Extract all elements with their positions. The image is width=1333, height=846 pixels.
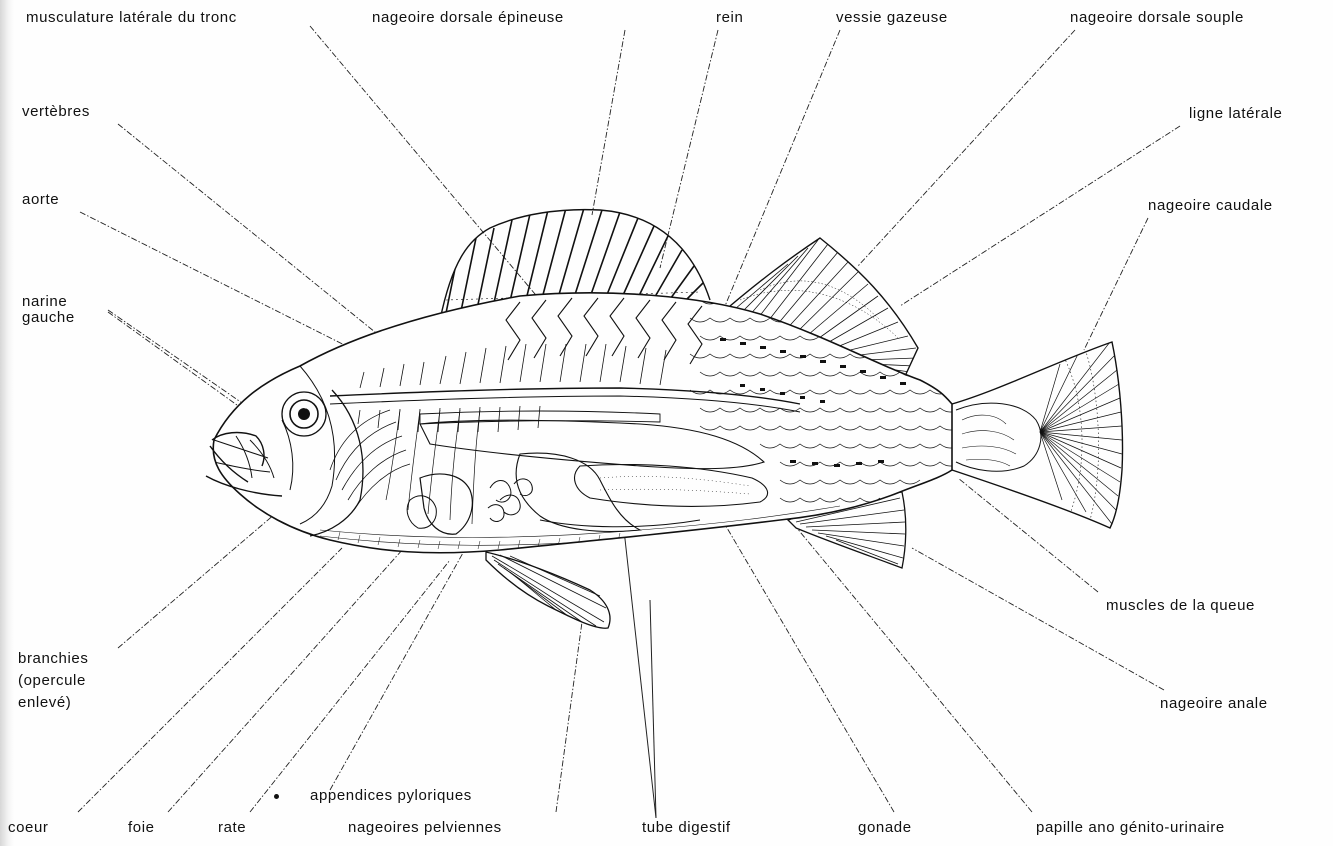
label-muscles-queue: muscles de la queue (1106, 596, 1255, 616)
label-coeur: coeur (8, 818, 49, 838)
leader-dorsal-spiny (592, 30, 625, 215)
label-branchies: branchies (opercule enlevé) (18, 648, 128, 714)
label-anale: nageoire anale (1160, 694, 1268, 714)
label-aorte: aorte (22, 190, 59, 210)
leader-dorsal-soft (858, 30, 1075, 266)
label-rein: rein (716, 8, 743, 28)
leader-vertebres (118, 124, 412, 362)
label-narine-line-2: gauche (22, 308, 112, 328)
label-ligne-laterale: ligne latérale (1189, 104, 1282, 124)
leader-branchies (118, 496, 296, 648)
leader-muscles-queue (958, 478, 1098, 592)
leader-pelviennes (556, 622, 582, 812)
label-vertebres: vertèbres (22, 102, 90, 122)
label-branchies-line-1: branchies (18, 648, 128, 670)
label-caudale: nageoire caudale (1148, 196, 1273, 216)
leader-narine-a (108, 310, 245, 405)
leader-tube-a (624, 530, 656, 818)
label-dorsal-soft-fin: nageoire dorsale souple (1070, 8, 1244, 28)
label-vessie: vessie gazeuse (836, 8, 948, 28)
label-foie: foie (128, 818, 155, 838)
leader-ligne-laterale (900, 126, 1180, 306)
label-rate: rate (218, 818, 246, 838)
caudal-fin (952, 342, 1123, 528)
label-branchies-line-3: enlevé) (18, 692, 128, 714)
leader-rate (250, 560, 450, 812)
label-tube: tube digestif (642, 818, 731, 838)
leader-narine-b (108, 312, 255, 418)
leader-tube-b (650, 600, 656, 818)
label-branchies-line-2: (opercule (18, 670, 128, 692)
leader-lines-solid (624, 530, 656, 818)
leader-caudale (1084, 218, 1148, 350)
pelvic-fin (486, 552, 610, 628)
label-narine: narine gauche (22, 292, 112, 328)
leader-vessie (720, 30, 840, 318)
label-papille: papille ano génito-urinaire (1036, 818, 1225, 838)
label-gonade: gonade (858, 818, 912, 838)
label-pelviennes: nageoires pelviennes (348, 818, 502, 838)
leader-musculature (310, 26, 540, 300)
label-musculature: musculature latérale du tronc (26, 8, 237, 28)
leader-foie (168, 530, 420, 812)
bullet-marker (274, 794, 279, 799)
leader-rein (660, 30, 718, 268)
label-appendices: appendices pyloriques (310, 786, 472, 806)
label-dorsal-spiny-fin: nageoire dorsale épineuse (372, 8, 564, 28)
leader-anale (912, 548, 1164, 690)
